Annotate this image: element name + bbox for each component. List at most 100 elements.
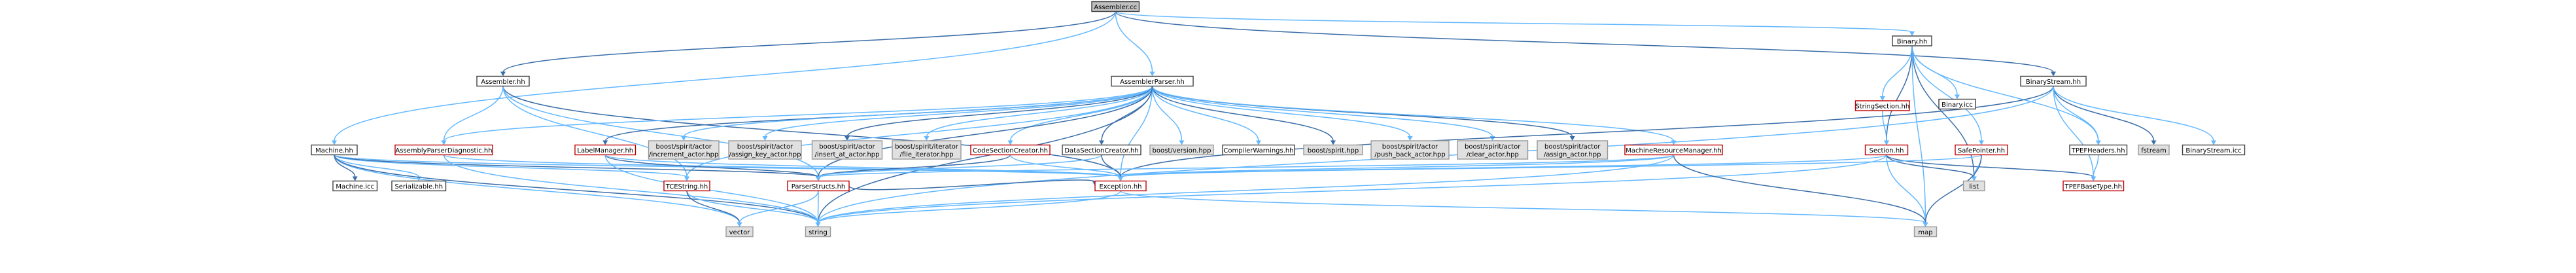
node-clear-actor[interactable]: boost/spirit/actor/clear_actor.hpp — [1457, 140, 1529, 160]
node-box — [2063, 180, 2125, 192]
node-box — [1955, 144, 2008, 156]
node-label: CompilerWarnings.hh — [1223, 147, 1293, 155]
node-box — [1094, 180, 1147, 192]
node-box — [2182, 144, 2246, 156]
node-section-hh[interactable]: Section.hh — [1864, 144, 1909, 156]
edge-tpefheaders_hh-to-tpefbasetype_hh — [2093, 155, 2099, 177]
node-box — [1962, 180, 1985, 192]
edge-assemblerparser_hh-to-version_hpp — [1151, 86, 1183, 141]
node-assign-key-actor[interactable]: boost/spirit/actor/assign_key_actor.hpp — [728, 140, 802, 160]
edge-assembler_hh-to-exception_hh — [502, 86, 1121, 177]
node-spirit-hpp[interactable]: boost/spirit.hpp — [1303, 144, 1363, 156]
node-label: boost/spirit/actor/increment_actor.hpp — [649, 143, 718, 158]
arrowhead-assemblerparser_hh-to-assign_actor — [1569, 136, 1575, 141]
edge-assemblerparser_hh-to-parserstructs_hh — [818, 86, 1153, 177]
node-box — [1854, 100, 1910, 111]
edge-binary_hh-to-tpefheaders_hh — [1911, 45, 2099, 141]
node-string[interactable]: string — [805, 226, 831, 238]
node-list[interactable]: list — [1962, 180, 1985, 192]
edge-codesectioncreator_hh-to-exception_hh — [1009, 155, 1121, 178]
node-serializable-hh[interactable]: Serializable.hh — [391, 180, 447, 192]
edge-assemblerparser_hh-to-labelmanager_hh — [604, 86, 1153, 141]
node-file-iterator[interactable]: boost/spirit/iterator/file_iterator.hpp — [892, 140, 962, 160]
node-box — [1149, 144, 1214, 156]
arrowhead-machine_hh-to-tcestring_hh — [684, 176, 689, 181]
node-push-back-actor[interactable]: boost/spirit/actor/push_back_actor.hpp — [1370, 140, 1450, 160]
edge-binarystream_hh-to-binarystream_icc — [2053, 86, 2214, 141]
node-labelmanager-hh[interactable]: LabelManager.hh — [574, 144, 636, 156]
node-insert-at-actor[interactable]: boost/spirit/actor/insert_at_actor.hpp — [811, 140, 883, 160]
node-assign-actor[interactable]: boost/spirit/actor/assign_actor.hpp — [1537, 140, 1609, 160]
node-assembler-hh[interactable]: Assembler.hh — [476, 75, 530, 87]
node-increment-actor[interactable]: boost/spirit/actor/increment_actor.hpp — [648, 140, 720, 160]
edge-labelmanager_hh-to-parserstructs_hh — [604, 154, 819, 178]
node-label: CodeSectionCreator.hh — [973, 147, 1048, 155]
node-assemblerparser-hh[interactable]: AssemblerParser.hh — [1111, 75, 1194, 87]
node-label: boost/spirit/actor/assign_actor.hpp — [1544, 143, 1601, 158]
node-label: Assembler.cc — [1094, 4, 1137, 11]
node-binarystream-hh[interactable]: BinaryStream.hh — [2020, 75, 2087, 87]
node-codesectioncreator-hh[interactable]: CodeSectionCreator.hh — [970, 144, 1051, 156]
node-machineresourcemanager-hh[interactable]: MachineResourceManager.hh — [1624, 144, 1723, 156]
node-label: boost/spirit/actor/clear_actor.hpp — [1465, 143, 1521, 158]
node-box — [1537, 140, 1609, 160]
node-binarystream-icc[interactable]: BinaryStream.icc — [2182, 144, 2246, 156]
node-safepointer-hh[interactable]: SafePointer.hh — [1955, 144, 2008, 156]
node-label: AssemblyParserDiagnostic.hh — [395, 147, 492, 155]
node-map[interactable]: map — [1913, 226, 1938, 238]
edge-binary_hh-to-section_hh — [1886, 45, 1913, 141]
node-exception-hh[interactable]: Exception.hh — [1094, 180, 1147, 192]
node-tpefbasetype-hh[interactable]: TPEFBaseType.hh — [2063, 180, 2125, 192]
arrowhead-assembler_cc-to-binarystream_hh — [2051, 71, 2056, 77]
node-box — [311, 144, 358, 156]
node-label: boost/spirit/iterator/file_iterator.hpp — [895, 143, 959, 158]
node-assembler-cc[interactable]: Assembler.cc — [1091, 1, 1140, 12]
node-assemblyparserdiagnostic-hh[interactable]: AssemblyParserDiagnostic.hh — [394, 144, 493, 156]
arrowhead-safepointer_hh-to-list — [1971, 176, 1977, 181]
edge-assemblerparser_hh-to-exception_hh — [1120, 86, 1153, 177]
node-box — [787, 180, 850, 192]
node-binary-icc[interactable]: Binary.icc — [1938, 98, 1976, 110]
arrowhead-assembler_cc-to-binary_hh — [1909, 31, 1915, 36]
node-tpefheaders-hh[interactable]: TPEFHeaders.hh — [2069, 144, 2128, 156]
edge-assemblerparser_hh-to-clear_actor — [1151, 86, 1493, 137]
edge-assemblerparser_hh-to-machineresourcemanager_hh — [1151, 86, 1675, 141]
edge-section_hh-to-tpefbasetype_hh — [1886, 154, 2094, 178]
edge-binary_hh-to-safepointer_hh — [1911, 45, 1982, 141]
node-vector[interactable]: vector — [725, 226, 754, 238]
edge-assemblerparser_hh-to-spirit_hpp — [1151, 86, 1334, 141]
edge-parserstructs_hh-to-string — [817, 191, 819, 223]
node-tcestring-hh[interactable]: TCEString.hh — [663, 180, 710, 192]
node-label: string — [809, 229, 827, 236]
edge-assemblerparser_hh-to-file_iterator — [926, 86, 1153, 137]
node-label: Machine.icc — [336, 183, 374, 191]
edge-parserstructs_hh-to-vector — [739, 191, 819, 223]
node-label: boost/version.hpp — [1153, 147, 1211, 155]
node-binary-hh[interactable]: Binary.hh — [1892, 35, 1932, 46]
edge-assemblerparser_hh-to-string — [817, 86, 1153, 223]
edge-datasectioncreator_hh-to-exception_hh — [1101, 155, 1121, 177]
edge-assembler_hh-to-tcestring_hh — [502, 86, 688, 177]
node-datasectioncreator-hh[interactable]: DataSectionCreator.hh — [1062, 144, 1141, 156]
node-compilerwarnings-hh[interactable]: CompilerWarnings.hh — [1222, 144, 1295, 156]
node-fstream[interactable]: fstream — [2138, 144, 2170, 156]
node-parserstructs-hh[interactable]: ParserStructs.hh — [787, 180, 850, 192]
edge-tcestring_hh-to-vector — [686, 191, 740, 223]
node-box — [1913, 226, 1938, 238]
edge-machineresourcemanager_hh-to-exception_hh — [1120, 154, 1675, 178]
arrowhead-binary_hh-to-stringsection_hh — [1879, 96, 1885, 101]
arrowhead-exception_hh-to-map — [1923, 222, 1928, 227]
node-machine-icc[interactable]: Machine.icc — [332, 180, 378, 192]
node-label: BinaryStream.icc — [2185, 147, 2241, 155]
node-stringsection-hh[interactable]: StringSection.hh — [1854, 100, 1910, 111]
arrowhead-binarystream_hh-to-binarystream_icc — [2211, 140, 2216, 145]
node-box — [1062, 144, 1141, 156]
node-box — [1938, 98, 1976, 110]
node-version-hpp[interactable]: boost/version.hpp — [1149, 144, 1214, 156]
arrowhead-assemblerparser_hh-to-file_iterator — [924, 136, 930, 141]
arrowhead-tpefheaders_hh-to-tpefbasetype_hh — [2091, 176, 2097, 181]
node-machine-hh[interactable]: Machine.hh — [311, 144, 358, 156]
edge-machineresourcemanager_hh-to-string — [817, 155, 1675, 223]
edge-machineresourcemanager_hh-to-map — [1673, 155, 1926, 223]
